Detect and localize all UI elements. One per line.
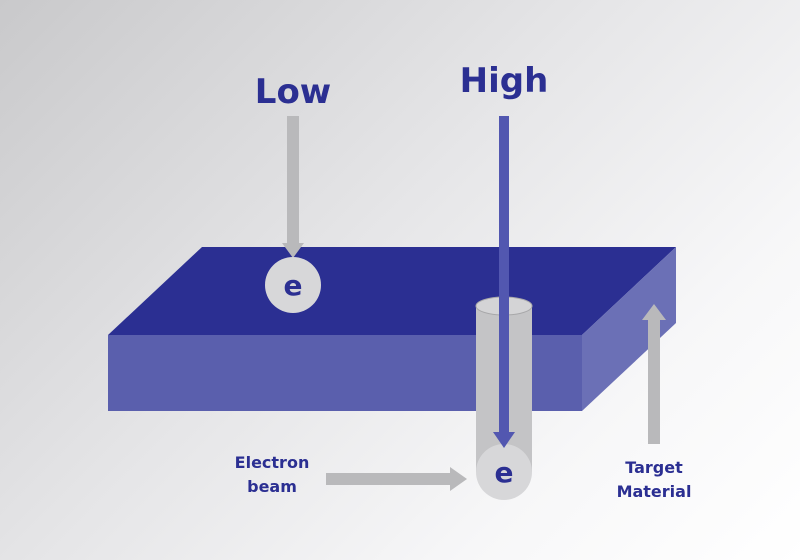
low-electron-symbol: e [284,269,303,302]
arrow-up-icon [642,304,666,320]
low-electron: e [265,257,321,313]
electron-beam-label-line1: Electron [235,453,310,472]
high-electron-symbol: e [495,456,514,489]
high-label: High [460,61,549,101]
arrow-down-icon [493,432,515,448]
arrow-down-icon [282,243,304,258]
low-label: Low [255,72,331,112]
slab-side-face [582,247,676,411]
target-material-arrow [642,304,666,444]
target-material-label-line2: Material [617,482,692,501]
electron-beam-arrow [326,467,467,491]
target-material-label-line1: Target [625,458,683,477]
high-energy-arrow [493,116,515,448]
slab-top-face [108,247,676,335]
electron-beam-label-line2: beam [247,477,297,496]
low-energy-arrow [282,116,304,258]
arrow-right-icon [450,467,467,491]
target-material-slab [108,247,676,411]
high-electron: e [476,444,532,500]
